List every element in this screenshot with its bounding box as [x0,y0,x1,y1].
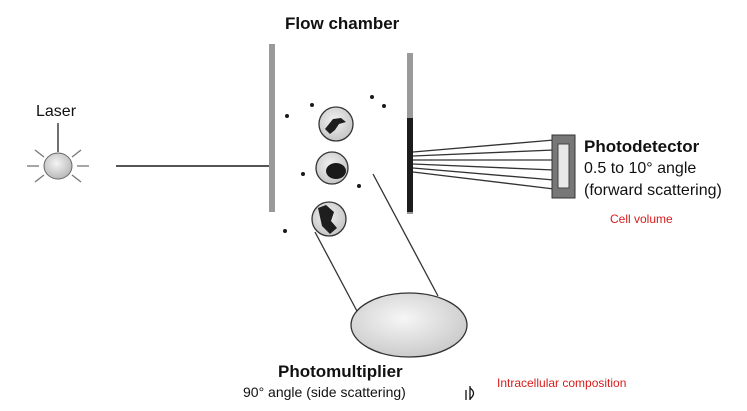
photodetector-annotation: Cell volume [610,212,673,226]
photomultiplier-angle: 90° angle (side scattering) [243,384,406,400]
cell-top [318,106,354,142]
photodetector-angle: 0.5 to 10° angle [584,160,697,177]
side-scatter-cone [314,173,439,314]
forward-scatter-rays [412,139,555,190]
laser [27,123,89,183]
laser-glow-rays [27,149,89,183]
photomultiplier-annotation: Intracellular composition [497,376,627,390]
photomultiplier-device [350,292,468,358]
photodetector-mode: (forward scattering) [584,182,722,199]
cell-middle [315,151,349,185]
small-mark [465,386,475,400]
laser-bulb [43,152,73,180]
photomultiplier-title: Photomultiplier [278,362,403,381]
photodetector-device [551,134,576,199]
particles [283,95,386,233]
laser-label: Laser [36,103,77,120]
beam-stop [407,118,413,212]
flow-chamber-title: Flow chamber [285,14,400,33]
flow-chamber-left-wall [269,44,275,212]
cell-bottom [311,201,347,237]
photodetector-title: Photodetector [584,137,700,156]
